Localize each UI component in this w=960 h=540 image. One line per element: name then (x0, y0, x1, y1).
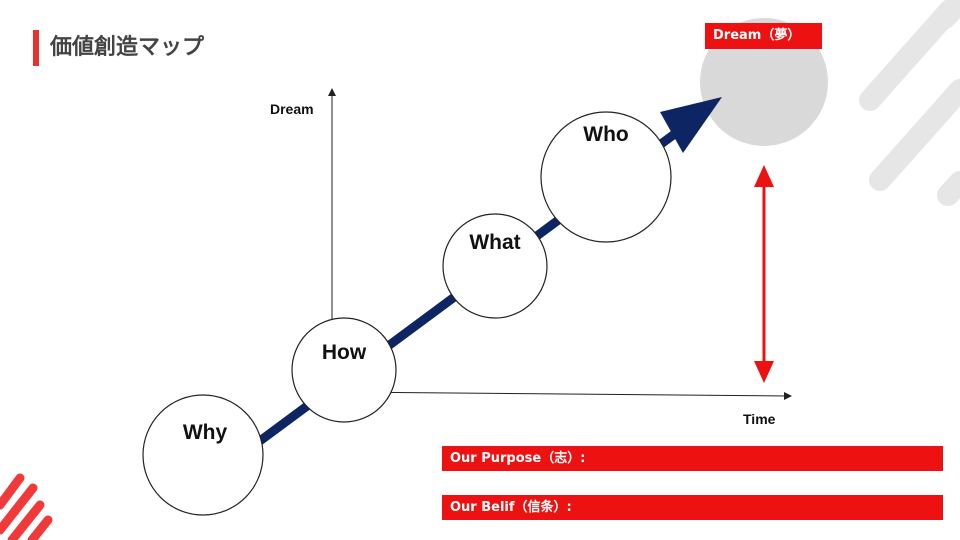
title-accent-bar (33, 30, 39, 66)
purpose-bar: Our Purpose（志）: (442, 446, 943, 471)
dream-circle (700, 18, 828, 146)
step-label-why: Why (182, 421, 228, 444)
how-circle (291, 317, 397, 423)
step-label-what: What (469, 231, 521, 254)
why-circle (142, 394, 264, 516)
what-circle (442, 213, 548, 319)
who-circle (540, 111, 672, 243)
red-double-arrow (754, 165, 774, 383)
step-label-who: Who (583, 123, 629, 146)
slide-title: 価値創造マップ (50, 35, 205, 60)
growth-arrow-head (660, 97, 722, 153)
x-axis-label: Time (743, 411, 776, 427)
x-axis (331, 391, 792, 400)
dream-tag: Dream（夢） (705, 23, 822, 49)
belief-bar: Our Belif（信条）: (442, 495, 943, 520)
decorative-stripes-bottom-left (0, 473, 53, 540)
y-axis-label: Dream (270, 101, 314, 117)
decorative-stripes-top-right (859, 0, 960, 206)
step-label-how: How (321, 341, 367, 364)
